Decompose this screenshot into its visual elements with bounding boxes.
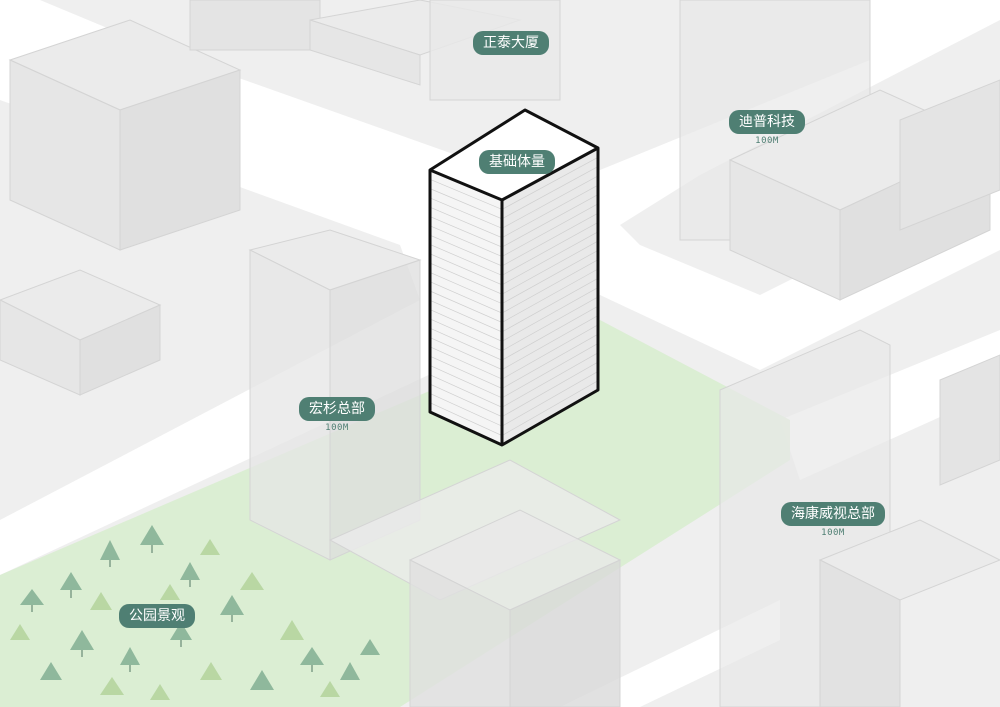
label-dipu-technology: 迪普科技 [729,110,805,134]
label-base-volume: 基础体量 [479,150,555,174]
label-zhengtai-building: 正泰大厦 [473,31,549,55]
label-hikvision-height: 100M [821,528,845,538]
tower-outline [428,108,600,447]
park-trees [10,525,380,700]
label-hongshan-hq: 宏杉总部 [299,397,375,421]
label-dipu-height: 100M [755,136,779,146]
tower-right-face [502,148,598,445]
label-hongshan-height: 100M [325,423,349,433]
main-tower [428,108,600,447]
label-park-landscape: 公园景观 [119,604,195,628]
tower-left-face [430,170,502,445]
label-hikvision-hq: 海康威视总部 [781,502,885,526]
